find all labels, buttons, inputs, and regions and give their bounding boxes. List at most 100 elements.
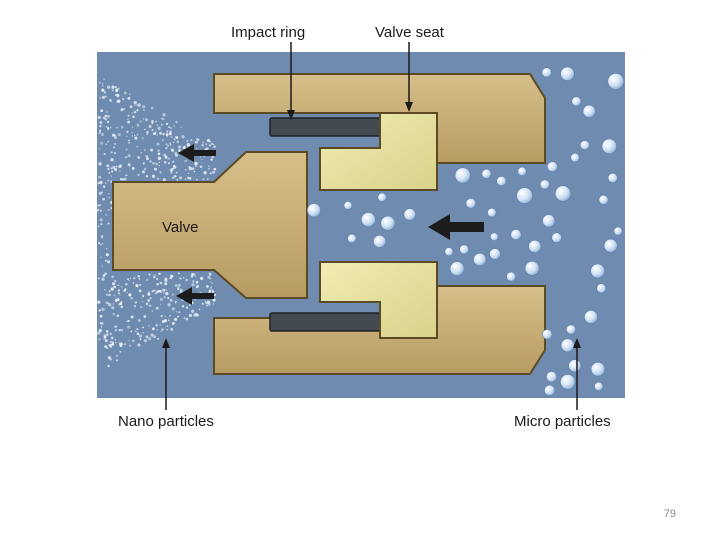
- nano-particle: [178, 148, 182, 153]
- micro-droplet: [377, 192, 387, 202]
- nano-particle: [131, 135, 134, 137]
- nano-particle: [105, 253, 109, 257]
- nano-particle: [106, 85, 111, 89]
- micro-droplet: [465, 198, 477, 209]
- nano-particle: [115, 328, 118, 331]
- nano-particle: [139, 120, 143, 123]
- nano-particle: [167, 162, 170, 165]
- nano-particle: [134, 301, 138, 304]
- nano-particle: [100, 223, 103, 226]
- nano-particle: [208, 289, 212, 293]
- nano-particle: [145, 175, 149, 178]
- micro-droplet: [306, 203, 321, 218]
- nano-particle: [113, 285, 117, 289]
- nano-particle: [175, 311, 178, 313]
- nano-particle: [148, 273, 151, 276]
- nano-particle: [169, 314, 171, 317]
- nano-particle: [136, 328, 139, 331]
- nano-particle: [163, 296, 166, 299]
- nano-particle: [114, 339, 117, 341]
- nano-particle: [161, 328, 164, 331]
- micro-droplet: [506, 271, 516, 282]
- micro-droplet: [489, 232, 499, 242]
- nano-particle: [121, 97, 125, 101]
- nano-particle: [111, 341, 114, 344]
- nano-particle: [109, 340, 112, 343]
- micro-droplet: [613, 226, 623, 236]
- nano-particle: [184, 178, 186, 180]
- nano-particle: [108, 196, 111, 199]
- nano-particle: [111, 282, 116, 286]
- nano-particle: [212, 303, 215, 305]
- nano-particle: [185, 306, 189, 309]
- nano-particle: [165, 133, 169, 136]
- nano-particle: [155, 277, 159, 281]
- nano-particle: [96, 208, 100, 212]
- nano-particle: [99, 322, 102, 325]
- nano-particle: [146, 157, 149, 161]
- nano-particle: [138, 277, 141, 280]
- nano-particle: [151, 128, 154, 132]
- nano-particle: [97, 241, 101, 245]
- nano-particle: [180, 126, 182, 129]
- nano-particle: [147, 325, 150, 327]
- nano-particle: [102, 85, 104, 87]
- micro-droplet: [543, 384, 556, 397]
- nano-particle: [119, 294, 121, 296]
- nano-particle: [155, 324, 158, 327]
- nano-particle: [156, 134, 158, 136]
- nano-particle: [132, 282, 135, 284]
- nano-particle: [107, 179, 109, 182]
- nano-particle: [142, 326, 145, 329]
- nano-particle: [209, 278, 212, 280]
- micro-droplet: [496, 176, 507, 187]
- nano-particle: [194, 161, 198, 166]
- nano-particle: [164, 282, 168, 286]
- nano-particle: [196, 147, 198, 150]
- nano-particle: [174, 153, 179, 157]
- nano-particle: [205, 143, 208, 146]
- nano-particle: [98, 131, 102, 134]
- nano-particle: [130, 330, 133, 333]
- nano-particle: [108, 293, 111, 297]
- nano-particle: [121, 286, 123, 288]
- nano-particle: [127, 120, 130, 124]
- nano-particle: [205, 302, 208, 305]
- nano-particle: [129, 277, 132, 279]
- nano-particle: [168, 126, 171, 129]
- nano-particle: [173, 125, 175, 127]
- nano-particle: [202, 178, 205, 181]
- nano-particle: [109, 345, 113, 348]
- nano-particle: [100, 321, 104, 325]
- nano-particle: [114, 342, 117, 344]
- nano-particle: [162, 118, 165, 121]
- nano-particle: [124, 156, 127, 159]
- nano-particle: [123, 91, 127, 95]
- nano-particle: [172, 176, 175, 179]
- nano-particle: [155, 306, 159, 310]
- nano-particle: [193, 170, 196, 173]
- nano-particle: [110, 151, 113, 154]
- micro-droplet: [570, 152, 580, 163]
- nano-particle: [117, 284, 120, 286]
- nano-particle: [194, 141, 197, 144]
- nano-particle: [167, 303, 171, 307]
- nano-particle: [98, 148, 101, 150]
- nano-particle: [206, 138, 211, 143]
- nano-particle: [151, 305, 153, 307]
- nano-particle: [120, 125, 124, 129]
- nano-particle: [207, 275, 211, 279]
- nano-particle: [158, 161, 161, 163]
- nano-particle: [206, 304, 209, 307]
- nano-particle: [157, 337, 160, 340]
- nano-particle: [119, 350, 122, 353]
- nano-particle: [110, 336, 114, 340]
- nano-particle: [97, 277, 100, 280]
- micro-particles-label: Micro particles: [514, 413, 611, 430]
- nano-particle: [210, 158, 213, 161]
- nano-particle: [99, 176, 102, 179]
- nano-particle: [161, 117, 163, 120]
- nano-particle: [166, 135, 169, 138]
- nano-particle: [149, 160, 152, 163]
